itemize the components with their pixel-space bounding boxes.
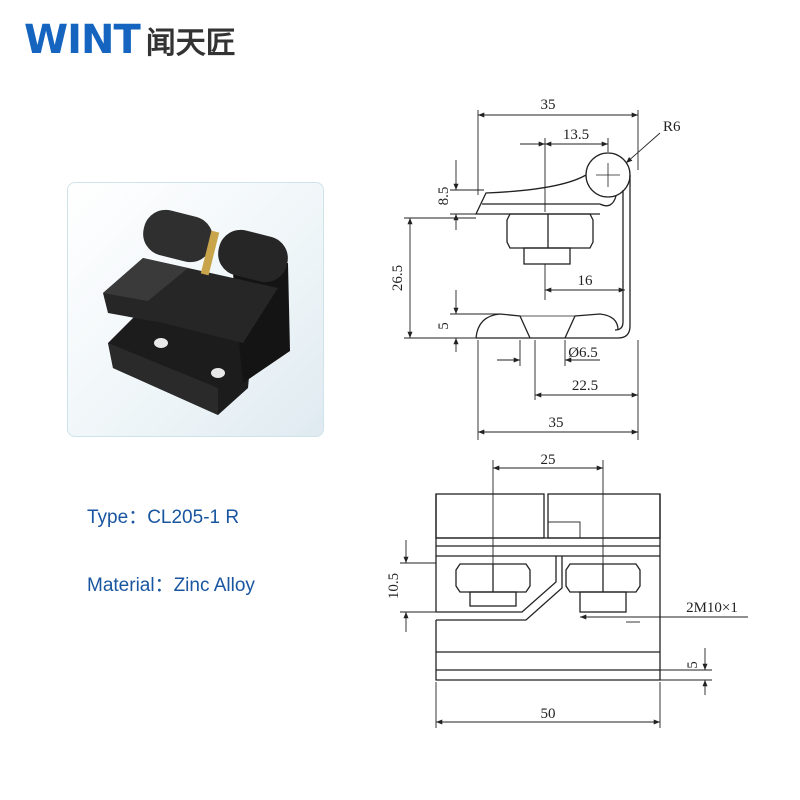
hinge-pin-ring [200,230,220,276]
spec-type-label: Type： [87,507,148,528]
front-nut-left [455,563,531,593]
side-view-drawing [474,152,631,339]
front-nut-right [565,563,641,593]
dim-radius: R6 [663,119,681,135]
lower-base-outline [475,313,531,339]
upper-arm-outline [474,174,600,215]
nut-outline [506,213,594,249]
dim-front-width: 50 [541,706,556,722]
spec-type-value: CL205-1 R [147,507,240,528]
spec-material-label: Material： [87,575,174,596]
dim-side-bottom-width: 35 [549,415,564,431]
hinge-photo [103,209,290,415]
hinge-lower-plate-face [108,343,218,415]
spec-material: Material：Zinc Alloy [87,570,255,597]
spec-material-value: Zinc Alloy [173,575,255,596]
knuckle-block-right [547,493,661,539]
bolt-stub [523,247,571,265]
dim-side-top-width: 35 [541,97,556,113]
knuckle-block-left [435,493,545,539]
brand-logo: WINT 闻天匠 [24,17,236,63]
brand-name-cjk: 闻天匠 [145,26,236,61]
mounting-hole-right [211,368,225,378]
back-wall-outline [476,175,631,339]
dim-hole-diameter: Ø6.5 [568,345,598,361]
hinge-upper-leaf-top [103,258,188,301]
dim-front-height: 10.5 [386,573,402,599]
dim-bolt-spacing: 25 [541,452,556,468]
dim-top-thickness: 8.5 [436,187,452,206]
hinge-knuckle-left [143,209,213,263]
dim-hole-to-edge: 22.5 [572,378,598,394]
front-view-drawing [435,493,661,681]
dim-side-height: 26.5 [390,265,406,291]
dim-nut-width: 16 [578,273,594,289]
product-photo-card [67,182,324,437]
dim-thread: 2M10×1 [686,600,738,616]
dim-bottom-thickness: 5 [436,322,452,330]
spec-type: Type：CL205-1 R [87,502,239,529]
hinge-knuckle-right [218,229,288,283]
brand-name-latin: WINT [24,17,141,63]
dim-base-thickness: 5 [685,661,701,669]
dim-hole-offset: 13.5 [563,127,589,143]
mounting-hole-left [154,338,168,348]
